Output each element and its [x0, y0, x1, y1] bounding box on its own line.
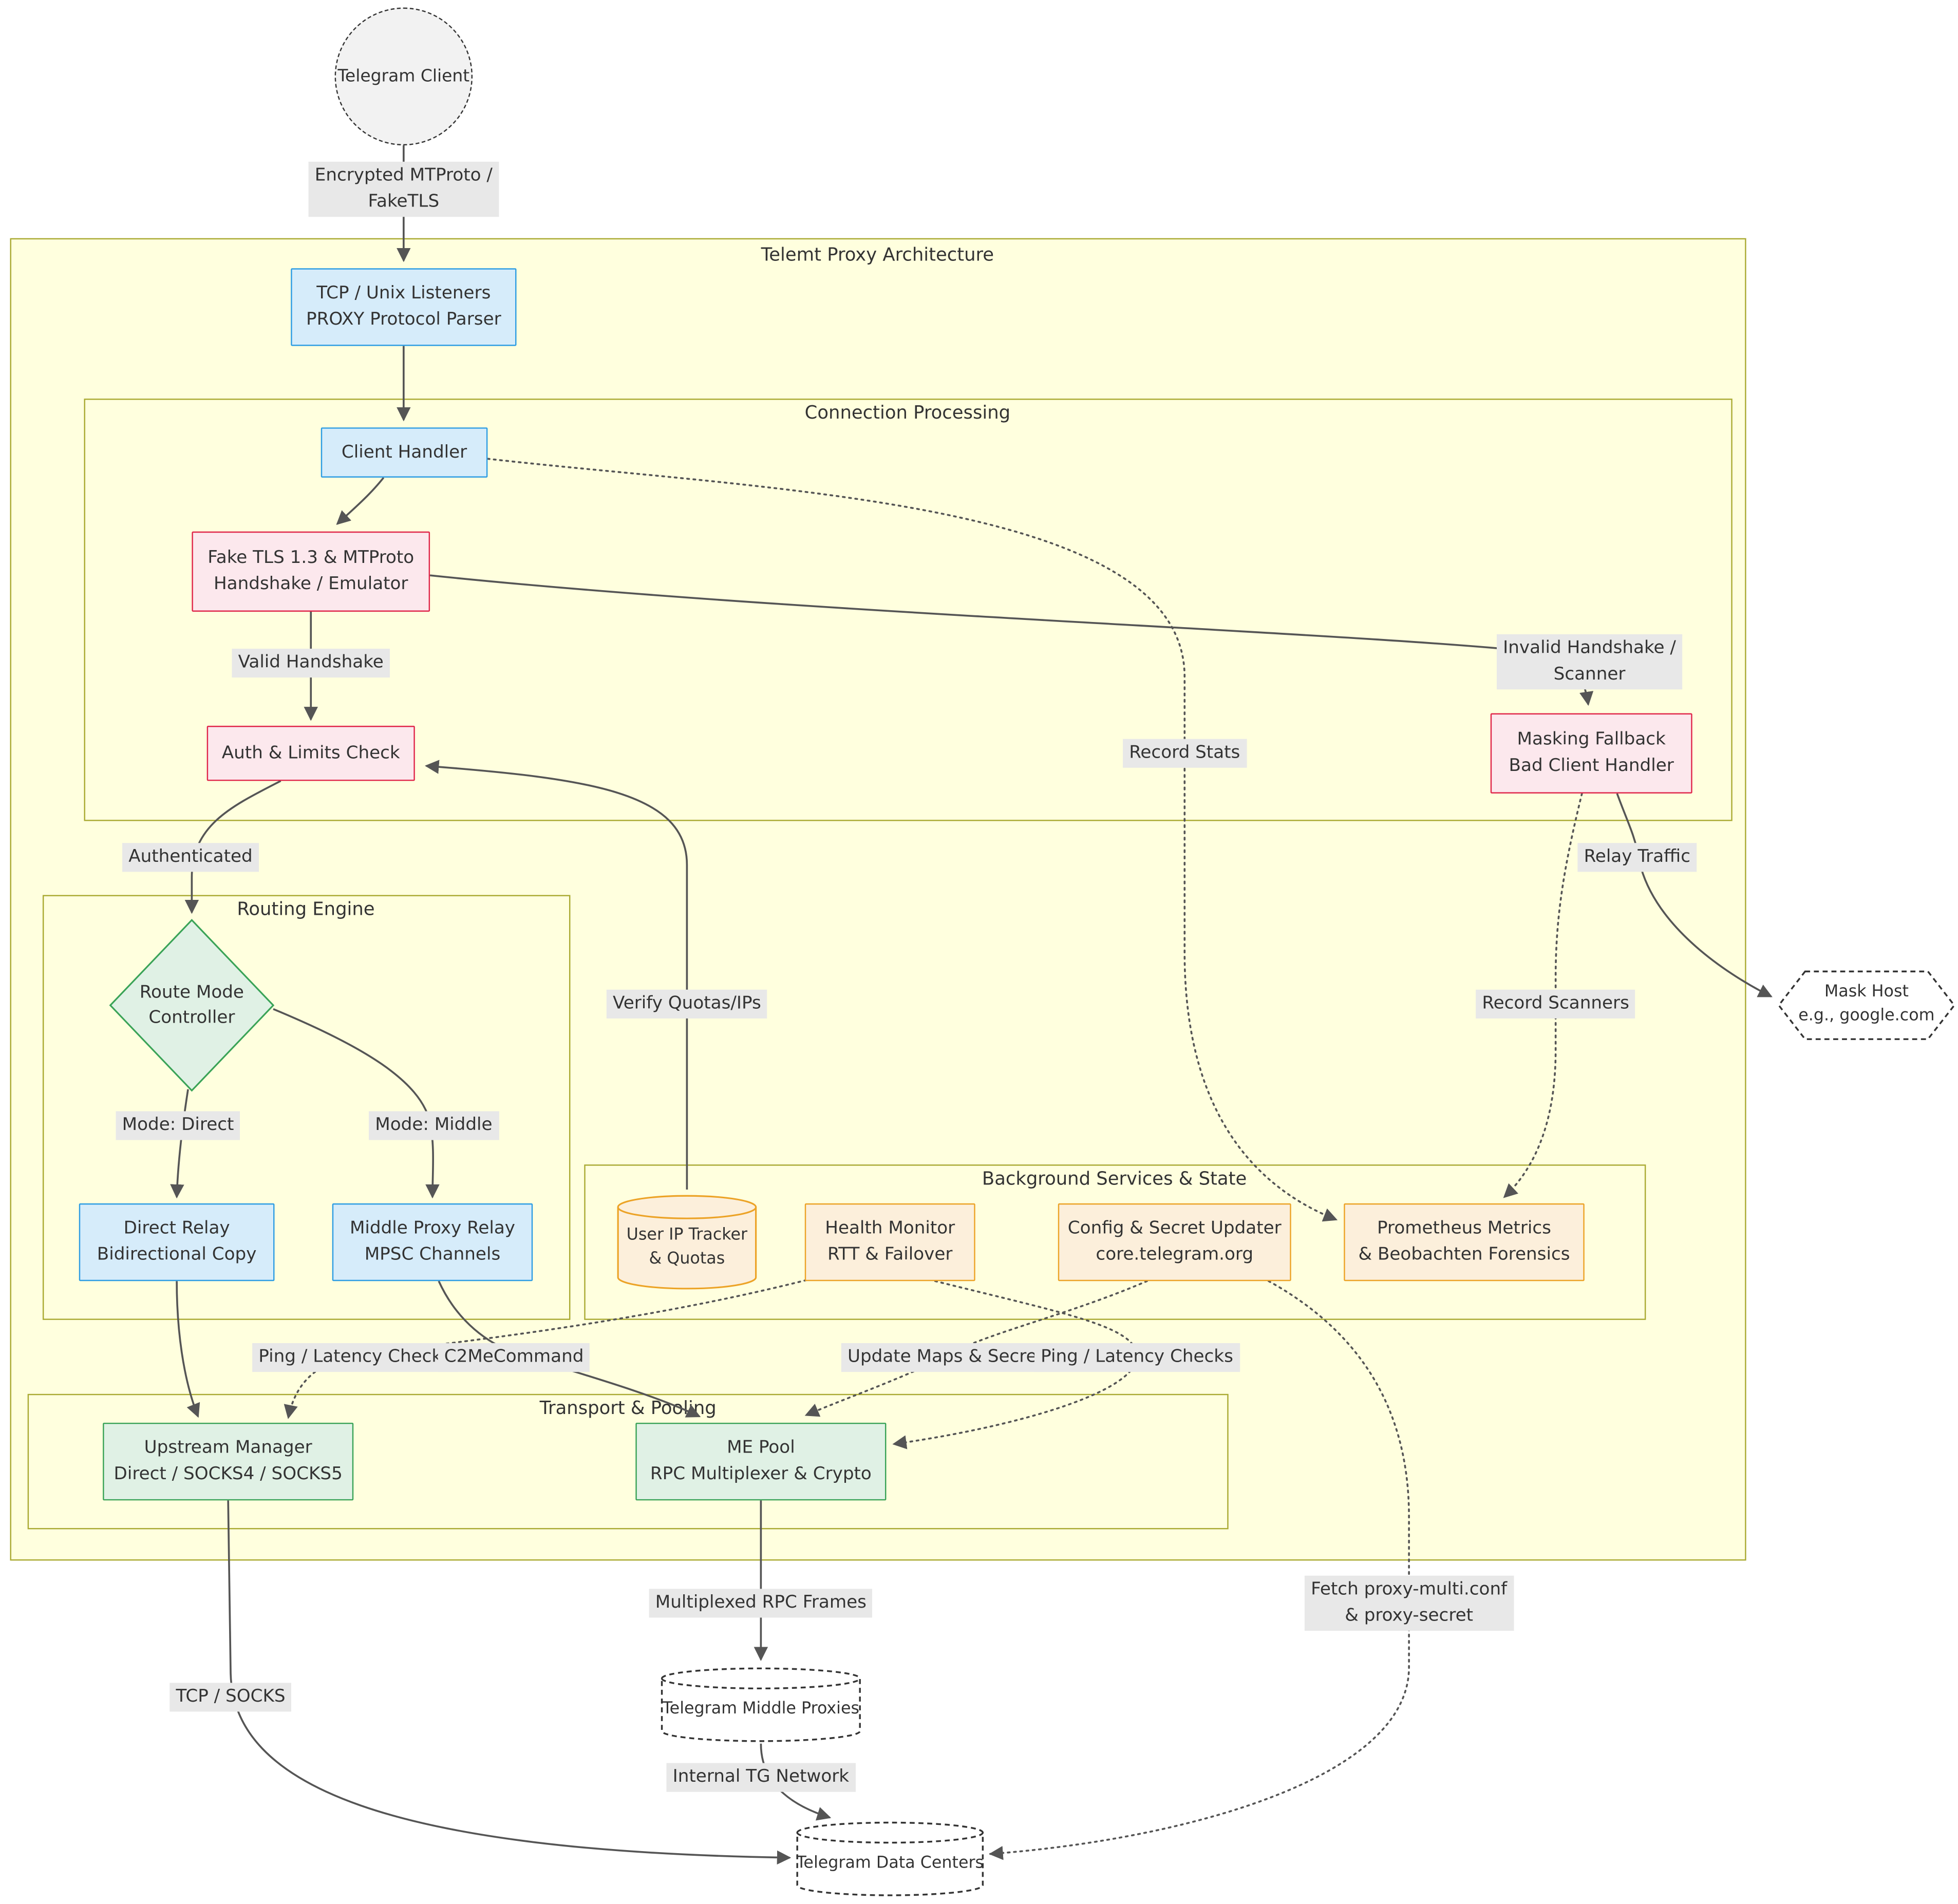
- node-mask-host: Mask Host e.g., google.com: [1777, 970, 1956, 1041]
- node-config-secret-updater: Config & Secret Updater core.telegram.or…: [1058, 1203, 1291, 1281]
- node-label: Controller: [148, 1008, 235, 1028]
- edge-label-text: TCP / SOCKS: [176, 1686, 286, 1707]
- node-label: e.g., google.com: [1798, 1006, 1935, 1026]
- node-masking-fallback: Masking Fallback Bad Client Handler: [1490, 713, 1692, 794]
- node-user-ip-tracker: User IP Tracker & Quotas: [617, 1195, 757, 1290]
- node-direct-relay: Direct Relay Bidirectional Copy: [79, 1203, 275, 1281]
- edge-label-text: Ping / Latency Checks: [258, 1347, 451, 1367]
- cluster-title-connection-processing: Connection Processing: [804, 403, 1011, 424]
- edge-label-internal-tg-network: Internal TG Network: [666, 1763, 856, 1792]
- node-label: Telegram Data Centers: [796, 1854, 984, 1873]
- edge-label-text: Mode: Middle: [375, 1115, 493, 1135]
- node-label: Config & Secret Updater: [1067, 1218, 1282, 1239]
- node-label: Bidirectional Copy: [97, 1245, 257, 1265]
- edge-label-relay-traffic: Relay Traffic: [1577, 843, 1697, 872]
- node-label: Middle Proxy Relay: [349, 1218, 516, 1239]
- node-label: Client Handler: [341, 442, 467, 462]
- edge-label-text: C2MeCommand: [444, 1347, 584, 1367]
- edge-label-update-maps-secrets: Update Maps & Secrets: [841, 1343, 1060, 1372]
- edge-label-mode-direct: Mode: Direct: [116, 1111, 240, 1140]
- node-prometheus-metrics: Prometheus Metrics & Beobachten Forensic…: [1344, 1203, 1585, 1281]
- node-middle-proxy-relay: Middle Proxy Relay MPSC Channels: [332, 1203, 533, 1281]
- node-label: Masking Fallback: [1517, 729, 1666, 750]
- edge-label-text: Update Maps & Secrets: [847, 1347, 1053, 1367]
- node-fake-tls-handshake: Fake TLS 1.3 & MTProto Handshake / Emula…: [192, 531, 430, 612]
- node-label: RTT & Failover: [827, 1245, 953, 1265]
- cluster-title-routing-engine: Routing Engine: [237, 900, 375, 920]
- hexagon-shape: [1777, 970, 1955, 1040]
- node-label: Mask Host: [1824, 983, 1909, 1002]
- node-label: Telegram Client: [337, 66, 470, 87]
- node-route-mode-controller: Route Mode Controller: [109, 919, 275, 1092]
- edge-label-text: Fetch proxy-multi.conf: [1311, 1579, 1508, 1600]
- edge-label-c2me-command: C2MeCommand: [438, 1343, 590, 1372]
- node-client-handler: Client Handler: [321, 427, 488, 478]
- edge-label-mode-middle: Mode: Middle: [369, 1111, 499, 1140]
- node-telegram-middle-proxies: Telegram Middle Proxies: [661, 1667, 861, 1742]
- node-label: User IP Tracker: [626, 1225, 748, 1245]
- edge-label-text: Authenticated: [128, 846, 253, 867]
- node-upstream-manager: Upstream Manager Direct / SOCKS4 / SOCKS…: [103, 1422, 354, 1501]
- node-label: ME Pool: [727, 1438, 795, 1458]
- node-label: & Beobachten Forensics: [1358, 1245, 1570, 1265]
- node-label: & Quotas: [649, 1249, 725, 1268]
- edge-label-text: Relay Traffic: [1584, 846, 1690, 867]
- edge-label-encrypted-mtproto: Encrypted MTProto / FakeTLS: [308, 161, 499, 217]
- edge-label-record-stats: Record Stats: [1123, 739, 1247, 768]
- edge-label-text: Mode: Direct: [122, 1115, 234, 1135]
- node-auth-limits-check: Auth & Limits Check: [206, 726, 415, 781]
- edge-label-text: Record Scanners: [1482, 993, 1629, 1014]
- edge-label-text: Internal TG Network: [672, 1766, 850, 1787]
- node-label: MPSC Channels: [364, 1245, 501, 1265]
- edge-label-text: Ping / Latency Checks: [1041, 1347, 1233, 1367]
- node-label: Route Mode: [139, 982, 244, 1003]
- edge-label-authenticated: Authenticated: [122, 843, 259, 872]
- edge-label-multiplexed-rpc: Multiplexed RPC Frames: [649, 1589, 873, 1618]
- edge-label-ping-latency-left: Ping / Latency Checks: [252, 1343, 458, 1372]
- node-label: Handshake / Emulator: [213, 574, 408, 594]
- node-label: Direct Relay: [123, 1218, 230, 1239]
- edge-label-valid-handshake: Valid Handshake: [232, 648, 390, 678]
- edge-label-text: Multiplexed RPC Frames: [655, 1592, 867, 1613]
- edge-label-text: Record Stats: [1129, 742, 1240, 763]
- node-label: Upstream Manager: [144, 1438, 312, 1458]
- cluster-title-background-services: Background Services & State: [982, 1169, 1247, 1190]
- edge-label-fetch-proxy-conf: Fetch proxy-multi.conf & proxy-secret: [1304, 1575, 1514, 1631]
- edge-label-ping-latency-right: Ping / Latency Checks: [1034, 1343, 1240, 1372]
- diamond-shape: [109, 919, 275, 1092]
- node-label: Bad Client Handler: [1509, 756, 1674, 776]
- node-telegram-data-centers: Telegram Data Centers: [796, 1821, 984, 1896]
- edge-label-text: Valid Handshake: [238, 652, 384, 673]
- edge-label-record-scanners: Record Scanners: [1476, 989, 1636, 1019]
- node-label: Health Monitor: [825, 1218, 955, 1239]
- node-label: Fake TLS 1.3 & MTProto: [208, 548, 415, 568]
- node-telegram-client: Telegram Client: [334, 7, 473, 146]
- edge-label-tcp-socks: TCP / SOCKS: [170, 1683, 292, 1712]
- edge-label-text: FakeTLS: [368, 192, 440, 212]
- edge-label-verify-quotas: Verify Quotas/IPs: [606, 989, 767, 1019]
- node-tcp-unix-listeners: TCP / Unix Listeners PROXY Protocol Pars…: [291, 268, 517, 346]
- cluster-title-transport-pooling: Transport & Pooling: [539, 1399, 717, 1419]
- node-label: PROXY Protocol Parser: [306, 309, 501, 330]
- node-label: Telegram Middle Proxies: [662, 1700, 860, 1719]
- edge-label-text: & proxy-secret: [1345, 1606, 1474, 1626]
- node-health-monitor: Health Monitor RTT & Failover: [804, 1203, 975, 1281]
- edge-label-text: Scanner: [1553, 664, 1626, 685]
- node-label: TCP / Unix Listeners: [316, 283, 491, 304]
- node-label: RPC Multiplexer & Crypto: [650, 1464, 872, 1484]
- node-label: Prometheus Metrics: [1377, 1218, 1551, 1239]
- node-label: core.telegram.org: [1096, 1245, 1254, 1265]
- edge-label-text: Invalid Handshake /: [1503, 638, 1676, 658]
- node-label: Direct / SOCKS4 / SOCKS5: [114, 1464, 343, 1484]
- cylinder-shape: [796, 1821, 984, 1896]
- edge-label-text: Encrypted MTProto /: [314, 165, 493, 186]
- edge-label-text: Verify Quotas/IPs: [613, 993, 761, 1014]
- cluster-title-telemt-proxy-architecture: Telemt Proxy Architecture: [761, 246, 994, 266]
- edge-label-invalid-handshake: Invalid Handshake / Scanner: [1496, 634, 1683, 690]
- node-label: Auth & Limits Check: [221, 742, 400, 763]
- node-me-pool: ME Pool RPC Multiplexer & Crypto: [635, 1422, 887, 1501]
